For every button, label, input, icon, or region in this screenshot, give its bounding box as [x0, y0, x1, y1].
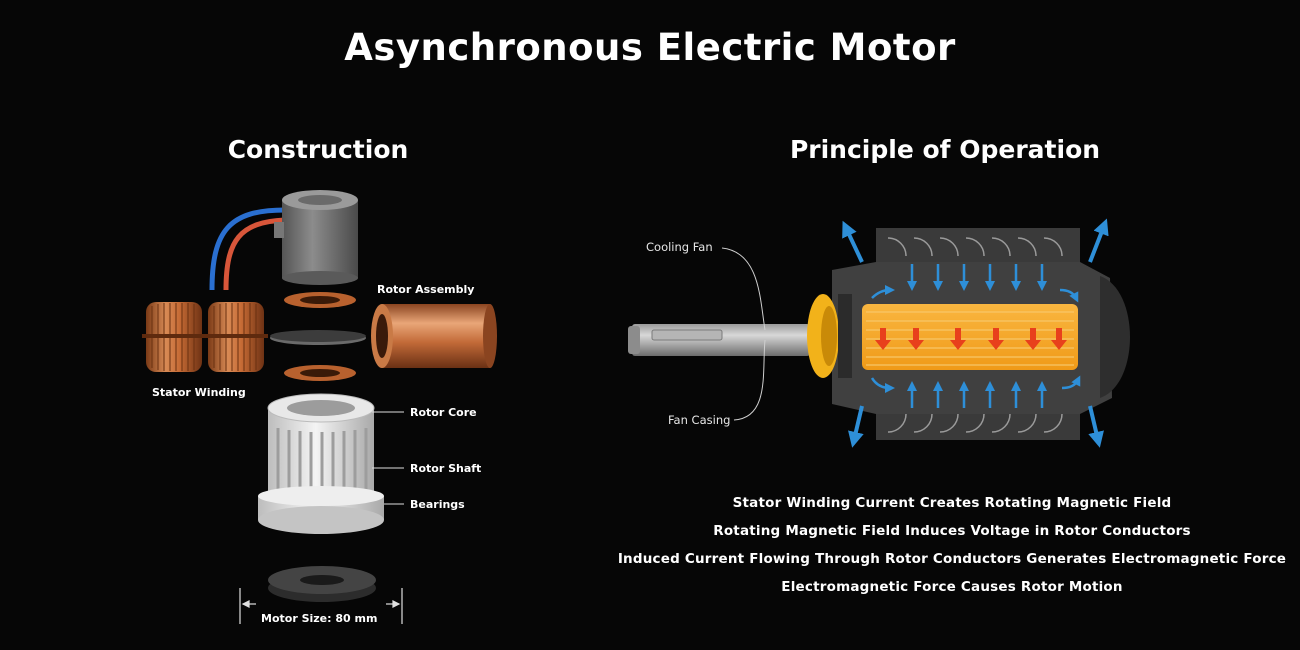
operation-steps: Stator Winding Current Creates Rotating … — [600, 489, 1300, 601]
rotor-shaft-label: Rotor Shaft — [410, 462, 482, 475]
page-title: Asynchronous Electric Motor — [344, 26, 956, 69]
blue-wire — [209, 207, 286, 291]
airflow-arrows — [842, 218, 1109, 448]
stator-slots — [887, 237, 1063, 433]
rotor-assembly-label: Rotor Assembly — [377, 283, 475, 296]
cooling-fan-ring — [807, 294, 852, 378]
red-wire — [223, 217, 286, 291]
cooling-fan-label: Cooling Fan — [646, 240, 713, 254]
motor-shaft — [628, 324, 810, 356]
motor-size-dimension — [239, 588, 403, 624]
stator-winding-label: Stator Winding — [152, 386, 246, 399]
operation-step: Rotating Magnetic Field Induces Voltage … — [713, 523, 1191, 539]
fan-casing-label: Fan Casing — [668, 413, 731, 427]
bearings-label: Bearings — [410, 498, 465, 511]
operation-heading: Principle of Operation — [789, 135, 1101, 164]
construction-heading: Construction — [227, 135, 409, 164]
operation-step: Stator Winding Current Creates Rotating … — [732, 495, 1172, 511]
base-plate — [268, 566, 376, 602]
motor-size-label: Motor Size: 80 mm — [261, 612, 378, 625]
rotor-lamination-disc — [284, 292, 356, 381]
separator-plate — [270, 330, 366, 345]
housing-cap — [274, 190, 358, 285]
magnetic-field-arrows — [870, 264, 1081, 408]
induced-current-arrows — [875, 328, 1067, 350]
operation-step: Electromagnetic Force Causes Rotor Motio… — [781, 579, 1123, 595]
stator-winding-coils — [142, 302, 268, 372]
rotor-core-assembly — [258, 393, 384, 534]
rotor-core-operation — [862, 304, 1078, 370]
rotor-assembly-tube — [371, 304, 497, 368]
rotor-core-label: Rotor Core — [410, 406, 477, 419]
operation-step: Induced Current Flowing Through Rotor Co… — [617, 551, 1287, 567]
